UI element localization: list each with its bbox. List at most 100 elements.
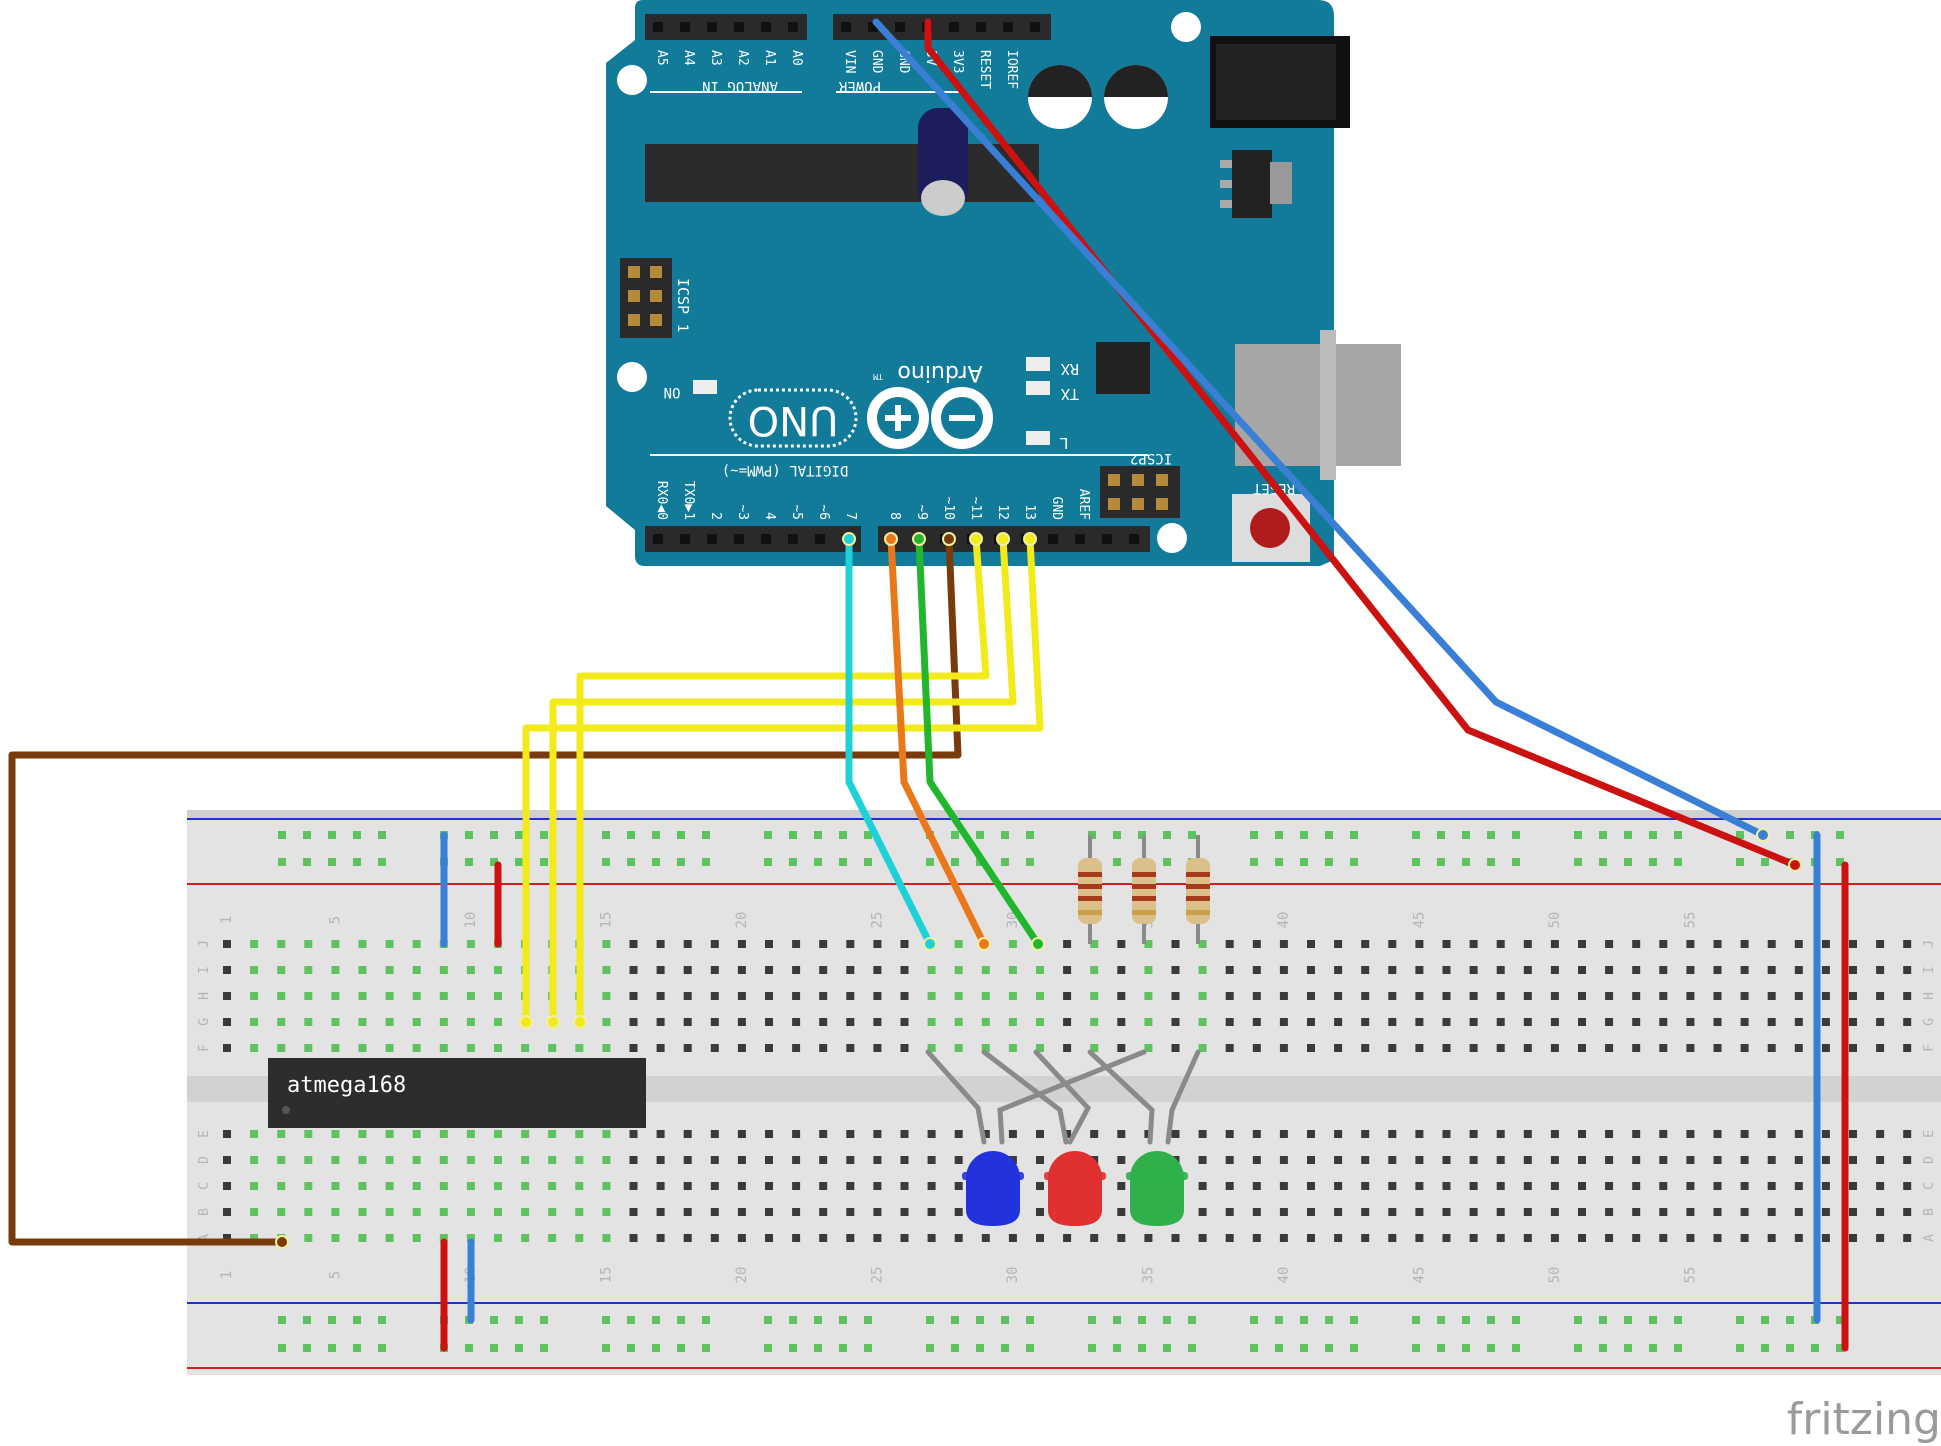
breadboard-hole — [1632, 1156, 1641, 1164]
breadboard-hole — [1578, 1156, 1586, 1164]
breadboard-hole — [1334, 1156, 1343, 1164]
breadboard-hole — [385, 966, 394, 974]
breadboard-hole — [710, 966, 719, 974]
header-pin — [788, 534, 798, 544]
tx-label: TX — [1061, 385, 1079, 403]
breadboard-hole — [1605, 992, 1614, 1000]
breadboard-hole — [358, 1156, 367, 1164]
breadboard-hole — [1578, 1182, 1586, 1190]
breadboard-hole — [1469, 1234, 1478, 1242]
rail-hole — [602, 858, 610, 866]
breadboard-hole — [1198, 1156, 1207, 1164]
rail-hole — [864, 831, 872, 839]
breadboard-hole — [1279, 1208, 1288, 1216]
rail-hole — [814, 1316, 822, 1324]
rail-hole — [1001, 1344, 1009, 1352]
breadboard-hole — [1036, 966, 1044, 974]
rail-hole — [1275, 831, 1283, 839]
breadboard-hole — [1740, 1156, 1749, 1164]
breadboard-hole — [331, 1044, 340, 1052]
breadboard-hole — [1523, 1130, 1532, 1138]
breadboard-hole — [927, 1130, 936, 1138]
analog-pin-label: A1 — [762, 50, 777, 66]
breadboard-hole — [1550, 1044, 1559, 1052]
icsp-pin — [628, 290, 640, 302]
rail-hole — [1026, 1344, 1034, 1352]
breadboard-hole — [1036, 1044, 1044, 1052]
breadboard-hole — [1767, 1234, 1776, 1242]
breadboard-hole — [1117, 1044, 1126, 1052]
row-label: E — [197, 1130, 212, 1138]
rail-hole — [764, 831, 772, 839]
breadboard-hole — [277, 1156, 286, 1164]
analog-header — [645, 14, 807, 40]
breadboard-hole — [1008, 940, 1017, 948]
breadboard-hole — [1876, 1018, 1885, 1026]
breadboard-hole — [737, 992, 746, 1000]
breadboard-hole — [277, 1182, 286, 1190]
atmega168-label: atmega168 — [287, 1073, 406, 1098]
breadboard-hole — [1550, 1018, 1559, 1026]
column-number-top: 1 — [219, 916, 235, 924]
row-label: I — [197, 966, 212, 974]
breadboard-hole — [900, 1234, 909, 1242]
breadboard-hole — [1415, 1018, 1424, 1026]
breadboard-hole — [1117, 1130, 1126, 1138]
breadboard-hole — [1767, 1130, 1776, 1138]
breadboard-hole — [250, 940, 259, 948]
header-pin — [653, 22, 663, 32]
breadboard-hole — [1903, 966, 1912, 974]
breadboard-hole — [1659, 1018, 1668, 1026]
wire-end — [923, 937, 937, 951]
breadboard-hole — [792, 1234, 801, 1242]
breadboard-hole — [737, 1208, 746, 1216]
breadboard-hole — [1388, 1130, 1397, 1138]
breadboard-hole — [521, 1156, 530, 1164]
breadboard-hole — [1469, 1156, 1478, 1164]
breadboard-hole — [846, 1234, 855, 1242]
breadboard-hole — [819, 992, 828, 1000]
breadboard-hole — [1632, 1208, 1641, 1216]
breadboard-hole — [683, 1018, 692, 1026]
breadboard-hole — [629, 1018, 638, 1026]
breadboard-hole — [1740, 1234, 1749, 1242]
breadboard-hole — [331, 992, 340, 1000]
breadboard-hole — [1361, 992, 1370, 1000]
breadboard-hole — [1713, 940, 1722, 948]
icsp2-label: ICSP2 — [1130, 450, 1172, 466]
rail-hole — [1574, 831, 1582, 839]
rail-hole — [1761, 1344, 1769, 1352]
rail-hole — [627, 1316, 635, 1324]
rail-hole — [1512, 1316, 1520, 1324]
breadboard-hole — [1686, 1156, 1695, 1164]
breadboard-hole — [223, 1044, 231, 1052]
breadboard-hole — [1279, 1234, 1288, 1242]
breadboard-hole — [439, 1018, 448, 1026]
breadboard-hole — [277, 1208, 286, 1216]
breadboard-hole — [1171, 992, 1180, 1000]
rail-hole — [652, 1316, 660, 1324]
breadboard-hole — [1334, 1182, 1343, 1190]
rail-hole — [1026, 1316, 1034, 1324]
breadboard-hole — [412, 1018, 421, 1026]
breadboard-hole — [331, 1018, 340, 1026]
breadboard-hole — [1659, 1156, 1668, 1164]
rail-hole — [515, 1316, 523, 1324]
column-number-bottom: 45 — [1411, 1267, 1427, 1284]
rail-hole — [465, 831, 473, 839]
digital-pin-label: ~10 — [941, 497, 956, 520]
rail-hole — [627, 831, 635, 839]
rail-hole — [926, 1344, 934, 1352]
breadboard-hole — [1713, 1018, 1722, 1026]
breadboard-hole — [927, 966, 936, 974]
rail-hole — [602, 1344, 610, 1352]
icsp-pin — [628, 266, 640, 278]
breadboard-hole — [304, 940, 313, 948]
breadboard-hole — [1849, 1130, 1857, 1138]
breadboard-hole — [1578, 1018, 1586, 1026]
breadboard-hole — [1876, 1182, 1885, 1190]
breadboard-hole — [1632, 1234, 1641, 1242]
breadboard-hole — [954, 1234, 963, 1242]
breadboard-hole — [1523, 1234, 1532, 1242]
rail-hole — [540, 1344, 548, 1352]
